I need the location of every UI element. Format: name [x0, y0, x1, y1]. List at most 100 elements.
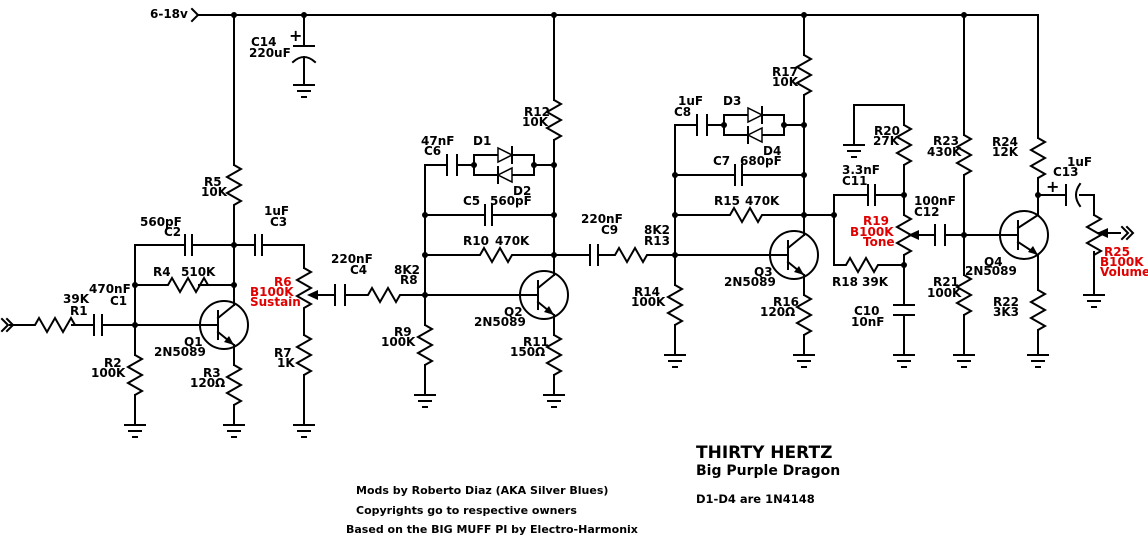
ground-icon	[1027, 354, 1049, 368]
ground-icon	[414, 394, 436, 408]
potentiometer-r25	[1084, 214, 1104, 257]
resistor-r16	[794, 294, 814, 340]
junction-dot	[721, 122, 727, 128]
ground-icon	[293, 84, 315, 98]
junction-dot	[961, 12, 967, 18]
junction-dot	[132, 282, 138, 288]
r21-value: 100K	[927, 286, 962, 300]
r17-value: 10K	[772, 75, 799, 89]
grounds	[124, 84, 1105, 438]
c6-ref: C6	[424, 144, 441, 158]
diode-d4	[746, 126, 763, 144]
junction-dot	[1035, 192, 1041, 198]
ground-icon	[664, 354, 686, 368]
r5-ref: R5	[204, 175, 222, 189]
r6-name: Sustain	[250, 295, 301, 309]
capacitor-c5	[484, 204, 493, 226]
output-jack-icon[interactable]	[1120, 225, 1135, 241]
transistor-q3	[769, 230, 819, 280]
junction-dot	[781, 122, 787, 128]
transistors	[199, 210, 1049, 350]
junction-dot	[672, 212, 678, 218]
transistor-q4	[999, 210, 1049, 260]
capacitor-c10	[893, 304, 915, 316]
r14-ref: R14	[634, 285, 660, 299]
c10-ref: C10	[854, 304, 880, 318]
c11-ref: C11	[842, 174, 868, 188]
resistor-r2	[125, 354, 145, 400]
credits-line1: Mods by Roberto Diaz (AKA Silver Blues)	[356, 484, 608, 497]
junction-dot	[231, 282, 237, 288]
potentiometer-r6	[294, 267, 314, 312]
wiper-arrow-r19	[908, 230, 935, 240]
resistor-r4	[165, 275, 210, 295]
ground-icon	[953, 354, 975, 368]
wire	[853, 104, 905, 126]
wiper-arrow-r6	[307, 290, 335, 300]
title-block: THIRTY HERTZ Big Purple Dragon D1-D4 are…	[696, 443, 840, 506]
r4-ref: R4	[153, 265, 171, 279]
capacitor-c14	[291, 45, 317, 86]
c1-ref: C1	[110, 294, 127, 308]
c3-ref: C3	[270, 215, 287, 229]
q4-ref: Q4	[984, 255, 1003, 269]
r6-ref: R6	[274, 275, 292, 289]
supply-label: 6-18v	[150, 7, 188, 21]
resistor-r17	[794, 54, 814, 100]
potentiometer-r19	[894, 214, 914, 260]
junction-dot	[231, 242, 237, 248]
c9-ref: C9	[601, 223, 618, 237]
c14-value: 220uF	[249, 46, 291, 60]
wire	[262, 244, 305, 269]
title-main: THIRTY HERTZ	[696, 443, 832, 463]
resistor-r20	[894, 124, 914, 170]
diode-d1	[497, 146, 514, 164]
junction-dot	[801, 172, 807, 178]
junction-dot	[831, 212, 837, 218]
r19-name: Tone	[863, 235, 895, 249]
c12-value: 100nF	[914, 194, 956, 208]
junction-dot	[801, 122, 807, 128]
r1-ref: R1	[70, 304, 88, 318]
r19-value: B100K	[850, 225, 894, 239]
r13-value: 8K2	[644, 223, 670, 237]
r23-value: 430K	[927, 145, 962, 159]
credits-line2: Copyrights go to respective owners	[356, 504, 577, 517]
junction-dot	[901, 262, 907, 268]
transistor-q2	[519, 270, 569, 320]
resistor-r8	[365, 285, 403, 305]
junction-dot	[531, 162, 537, 168]
r16-ref: R16	[773, 295, 799, 309]
resistor-r21	[954, 274, 974, 320]
ground-icon	[893, 354, 915, 368]
labels: 6-18v C14 220uF + 39K R1 470nF C1 R2 100…	[63, 7, 1148, 390]
c11-value: 3.3nF	[842, 163, 880, 177]
junctions	[132, 12, 1041, 328]
c1-value: 470nF	[89, 282, 131, 296]
resistor-r24	[1028, 137, 1048, 183]
r15-ref: R15	[714, 194, 740, 208]
wire	[473, 154, 535, 176]
c7-value: 680pF	[740, 154, 782, 168]
q3-type: 2N5089	[724, 275, 776, 289]
junction-dot	[672, 172, 678, 178]
pot-wipers	[307, 228, 1111, 300]
r10-ref: R10	[463, 234, 489, 248]
title-sub: Big Purple Dragon	[696, 463, 840, 479]
c3-value: 1uF	[264, 204, 289, 218]
input-jack-icon[interactable]	[0, 317, 15, 333]
r18-value: 39K	[862, 275, 889, 289]
wiper-arrow-r25	[1097, 228, 1111, 238]
c13-value: 1uF	[1067, 155, 1092, 169]
r20-ref: R20	[874, 124, 900, 138]
credits: Mods by Roberto Diaz (AKA Silver Blues) …	[346, 484, 638, 536]
r22-ref: R22	[993, 295, 1019, 309]
resistors	[30, 54, 1104, 410]
capacitor-c1	[93, 314, 103, 336]
junction-dot	[801, 12, 807, 18]
q2-ref: Q2	[504, 305, 523, 319]
r13-ref: R13	[644, 234, 670, 248]
r2-value: 100K	[91, 366, 126, 380]
c8-ref: C8	[674, 105, 691, 119]
